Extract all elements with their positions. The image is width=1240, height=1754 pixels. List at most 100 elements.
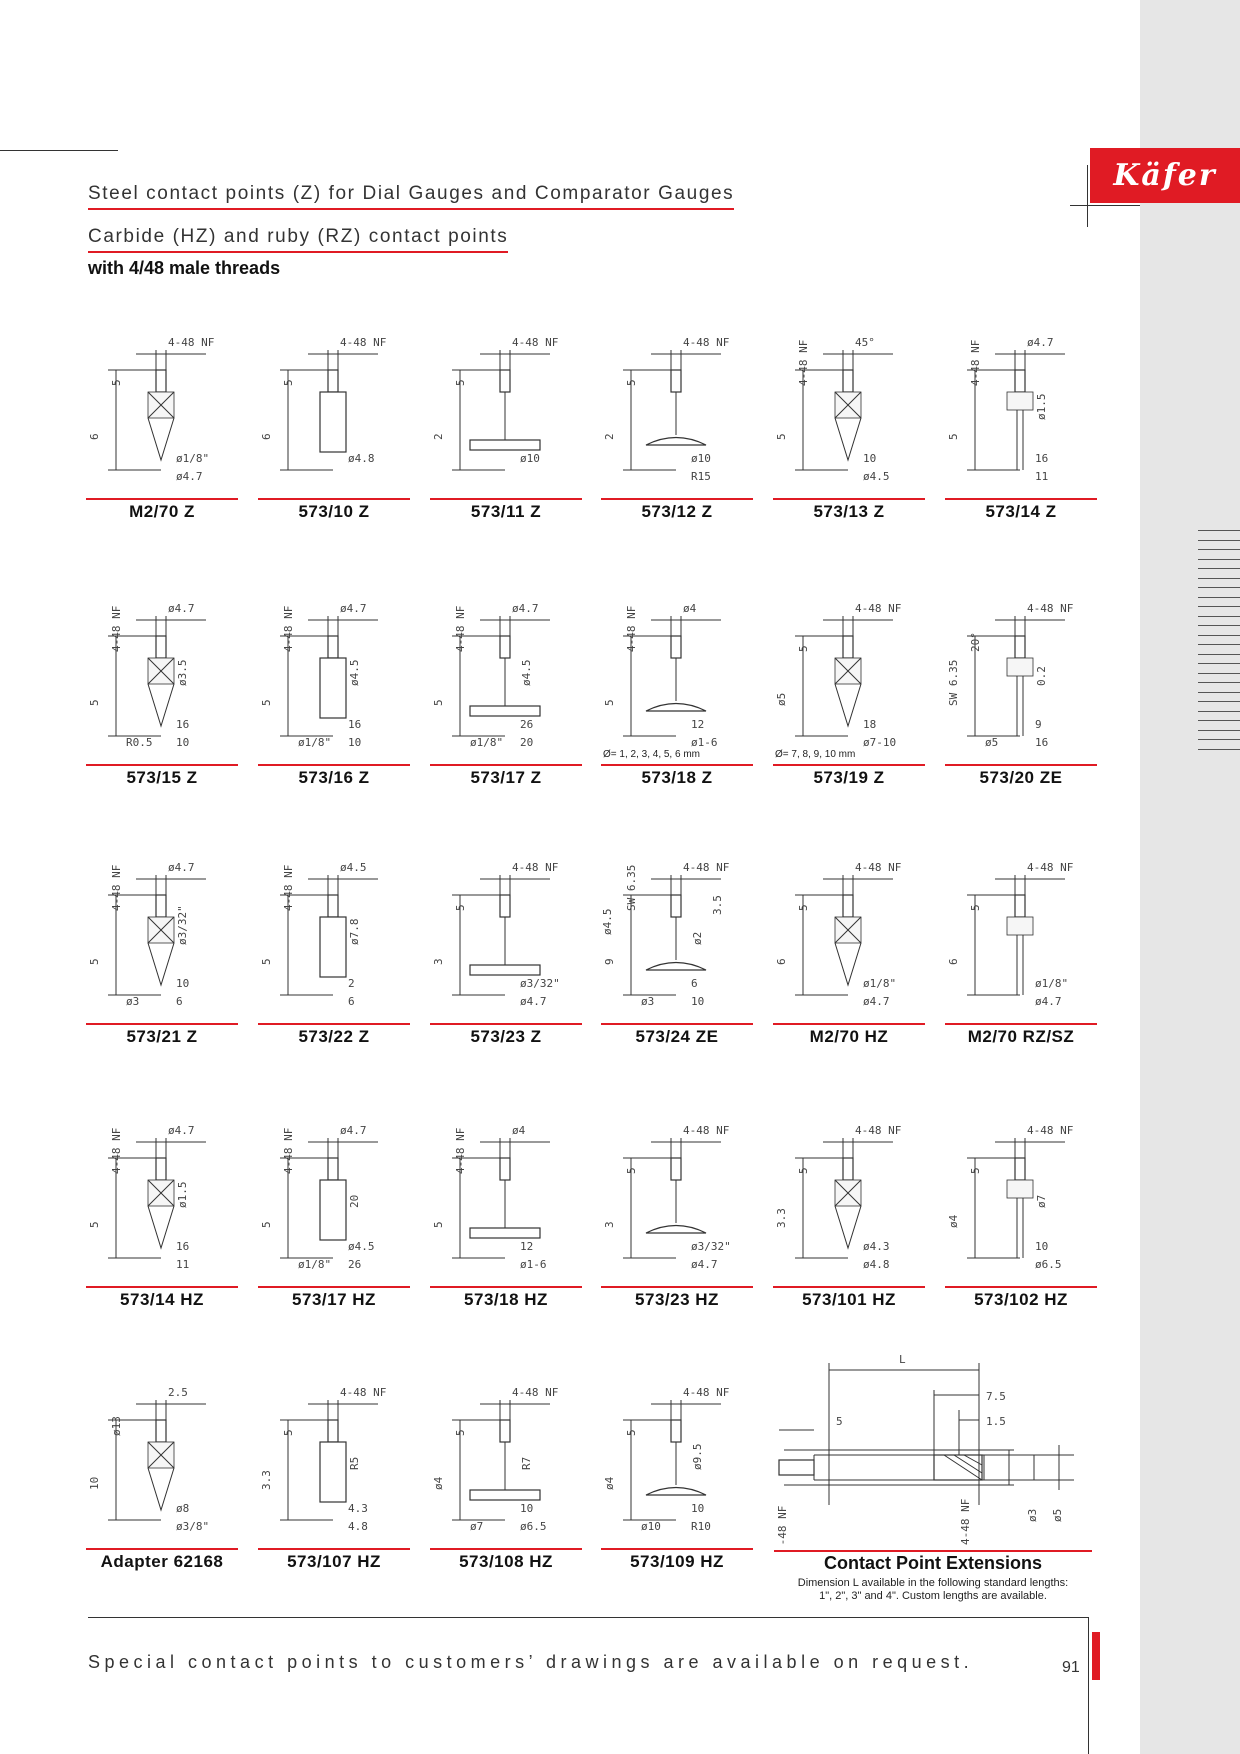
dimension-label: ø4.7 [1035,995,1062,1008]
dimension-label: SW 6.35 [625,865,638,911]
diameter-note: Ø= 1, 2, 3, 4, 5, 6 mm [603,749,700,760]
dimension-label: 10 [520,1502,533,1515]
page-number-marker [1092,1632,1100,1680]
item-red-rule [773,764,925,766]
dimension-label: ø1-6 [691,736,718,749]
dimension-label: ø3 [641,995,654,1008]
dimension-label: ø1-6 [520,1258,547,1271]
dimension-label: ø8 [176,1502,189,1515]
dimension-label: ø10 [520,452,540,465]
dimension-label: ø4 [512,1124,526,1137]
dimension-label: 6 [947,958,960,965]
thumb-index-tick [1198,644,1240,645]
item-red-rule [430,1548,582,1550]
ext-dim-1-5: 1.5 [986,1415,1006,1428]
dimension-label: 5 [797,645,810,652]
dimension-label: 5 [454,379,467,386]
dimension-label: 10 [863,452,876,465]
item-label: Adapter 62168 [100,1552,224,1571]
dimension-label: 5 [969,1167,982,1174]
dimension-label: 9 [1035,718,1042,731]
thumb-index-tick [1198,577,1240,579]
item-red-rule [258,1286,410,1288]
dimension-label: 10 [176,736,189,749]
dimension-label: ø4 [603,1476,616,1490]
dimension-label: ø1/8" [298,736,331,749]
dimension-label: ø4.5 [348,660,361,687]
dimension-label: 6 [260,433,273,440]
dimension-label: 10 [691,1502,704,1515]
dimension-label: 4-48 NF [683,861,729,874]
item-label: 573/18 HZ [464,1290,548,1309]
dimension-label: 4-48 NF [683,1386,729,1399]
dimension-label: 4-48 NF [855,861,901,874]
dimension-label: 5 [260,699,273,706]
dimension-label: 4-48 NF [512,336,558,349]
dimension-label: R5 [348,1457,361,1470]
item-label: M2/70 HZ [809,1027,889,1046]
dimension-label: ø4.8 [348,452,375,465]
dimension-label: 5 [260,1221,273,1228]
dimension-label: 11 [176,1258,189,1271]
item-red-rule [773,1286,925,1288]
dimension-label: 5 [603,699,616,706]
dimension-label: R7 [520,1457,533,1470]
dimension-label: ø7 [1035,1195,1048,1208]
dimension-label: R15 [691,470,711,483]
dimension-label: ø9.5 [691,1444,704,1471]
item-label: M2/70 Z [129,502,195,521]
right-margin-band [1140,0,1240,1754]
item-red-rule [86,764,238,766]
brand-logo-text: Käfer [1113,158,1217,193]
contact-point-extensions: L 7.5 5 1.5 4-48 NF 4-48 NF ø3 ø5 Contac… [774,1345,1092,1602]
dimension-label: SW 6.35 [947,660,960,706]
item-label: 573/17 Z [470,768,542,787]
dimension-label: 5 [775,433,788,440]
thumb-index-tick [1198,720,1240,721]
dimension-label: 5 [260,958,273,965]
dimension-label: 11 [1035,470,1048,483]
item-red-rule [601,498,753,500]
extension-label: Contact Point Extensions [823,1553,1043,1573]
dimension-label: 4-48 NF [340,1386,386,1399]
item-label: 573/10 Z [298,502,370,521]
item-label: 573/15 Z [126,768,198,787]
item-red-rule [258,764,410,766]
extension-desc-line2: 1", 2", 3" and 4". Custom lengths are av… [819,1590,1047,1602]
thumb-index-tick [1198,682,1240,683]
dimension-label: ø4.8 [863,1258,890,1271]
item-label: 573/102 HZ [974,1290,1068,1309]
thumb-index-tick [1198,539,1240,541]
dimension-label: 5 [432,699,445,706]
page-subtitle: Carbide (HZ) and ruby (RZ) contact point… [88,226,509,247]
dimension-label: ø1/8" [470,736,503,749]
thumb-index-tick [1198,691,1240,693]
dimension-label: 10 [691,995,704,1008]
dimension-label: 4-48 NF [282,606,295,652]
dimension-label: ø4.7 [340,1124,367,1137]
dimension-label: R0.5 [126,736,153,749]
dimension-label: ø4.7 [168,602,195,615]
dimension-label: ø4.7 [168,861,195,874]
dimension-label: ø4.5 [340,861,367,874]
extension-drawing: L 7.5 5 1.5 4-48 NF 4-48 NF ø3 ø5 [776,1353,1074,1545]
dimension-label: 16 [1035,736,1048,749]
dimension-label: 6 [691,977,698,990]
thumb-index-tick [1198,625,1240,626]
